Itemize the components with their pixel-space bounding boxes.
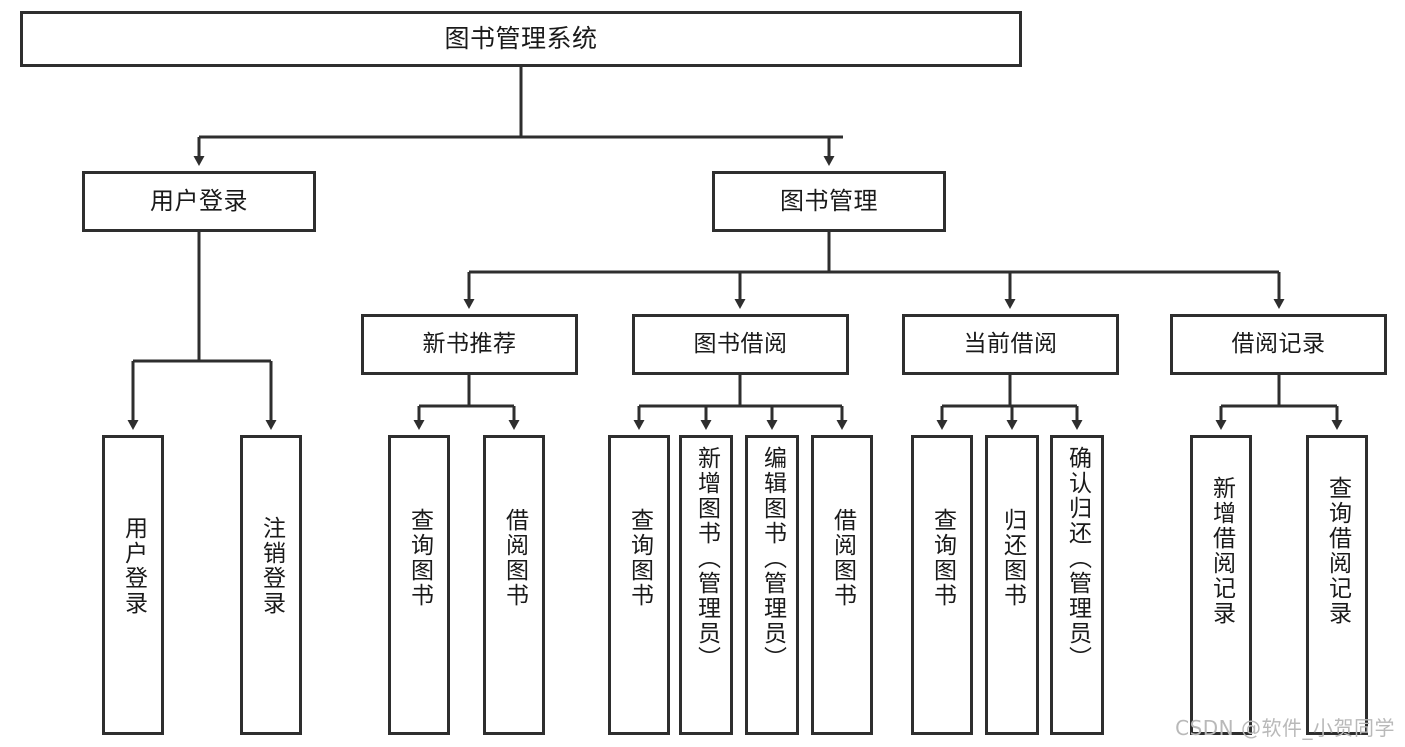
node-book-management-label: 图书管理 <box>780 187 878 216</box>
node-leaf-borrow-book-2[interactable]: 借阅图书 <box>811 435 873 735</box>
node-root-label: 图书管理系统 <box>444 24 598 54</box>
node-borrow-record[interactable]: 借阅记录 <box>1170 314 1387 375</box>
node-new-book-recommend-label: 新书推荐 <box>422 330 517 357</box>
edges-newbook-to-leaves <box>413 375 520 430</box>
node-current-borrow[interactable]: 当前借阅 <box>902 314 1119 375</box>
node-leaf-query-book-1[interactable]: 查询图书 <box>388 435 450 735</box>
node-leaf-query-book-3-label: 查询图书 <box>929 508 956 608</box>
node-new-book-recommend[interactable]: 新书推荐 <box>361 314 578 375</box>
edges-bookborrow-to-leaves <box>633 375 848 430</box>
node-leaf-query-book-1-label: 查询图书 <box>406 508 433 608</box>
node-leaf-edit-book-admin[interactable]: 编辑图书（管理员） <box>745 435 799 735</box>
node-leaf-return-book[interactable]: 归还图书 <box>985 435 1039 735</box>
edges-bookmgmt-to-level3 <box>463 232 1285 309</box>
edges-root-to-level2 <box>193 67 843 166</box>
node-leaf-query-borrow-record[interactable]: 查询借阅记录 <box>1306 435 1368 735</box>
node-leaf-add-book-admin-label: 新增图书（管理员） <box>693 446 720 671</box>
node-leaf-user-logout[interactable]: 注销登录 <box>240 435 302 735</box>
node-leaf-confirm-return-admin[interactable]: 确认归还（管理员） <box>1050 435 1104 735</box>
node-leaf-borrow-book-2-label: 借阅图书 <box>829 508 856 608</box>
node-current-borrow-label: 当前借阅 <box>963 330 1058 357</box>
node-book-borrow[interactable]: 图书借阅 <box>632 314 849 375</box>
node-book-borrow-label: 图书借阅 <box>693 330 788 357</box>
node-leaf-query-book-3[interactable]: 查询图书 <box>911 435 973 735</box>
edges-currentborrow-to-leaves <box>936 375 1083 430</box>
node-leaf-user-logout-label: 注销登录 <box>258 516 285 616</box>
node-leaf-query-borrow-record-label: 查询借阅记录 <box>1324 476 1351 626</box>
node-leaf-query-book-2[interactable]: 查询图书 <box>608 435 670 735</box>
node-book-management[interactable]: 图书管理 <box>712 171 946 232</box>
node-leaf-add-borrow-record-label: 新增借阅记录 <box>1208 476 1235 626</box>
edges-userlogin-to-leaves <box>127 232 277 430</box>
node-root[interactable]: 图书管理系统 <box>20 11 1022 67</box>
node-leaf-query-book-2-label: 查询图书 <box>626 508 653 608</box>
node-leaf-edit-book-admin-label: 编辑图书（管理员） <box>759 446 786 671</box>
node-leaf-return-book-label: 归还图书 <box>999 508 1026 608</box>
watermark-text: CSDN @软件_小贺同学 <box>1175 716 1395 740</box>
node-leaf-confirm-return-admin-label: 确认归还（管理员） <box>1064 446 1091 671</box>
node-leaf-user-login-label: 用户登录 <box>120 516 147 616</box>
node-user-login-label: 用户登录 <box>150 187 248 216</box>
node-leaf-borrow-book-1[interactable]: 借阅图书 <box>483 435 545 735</box>
node-leaf-add-book-admin[interactable]: 新增图书（管理员） <box>679 435 733 735</box>
node-leaf-add-borrow-record[interactable]: 新增借阅记录 <box>1190 435 1252 735</box>
node-leaf-borrow-book-1-label: 借阅图书 <box>501 508 528 608</box>
node-user-login[interactable]: 用户登录 <box>82 171 316 232</box>
node-borrow-record-label: 借阅记录 <box>1231 330 1326 357</box>
node-leaf-user-login[interactable]: 用户登录 <box>102 435 164 735</box>
edges-borrowrecord-to-leaves <box>1215 375 1343 430</box>
